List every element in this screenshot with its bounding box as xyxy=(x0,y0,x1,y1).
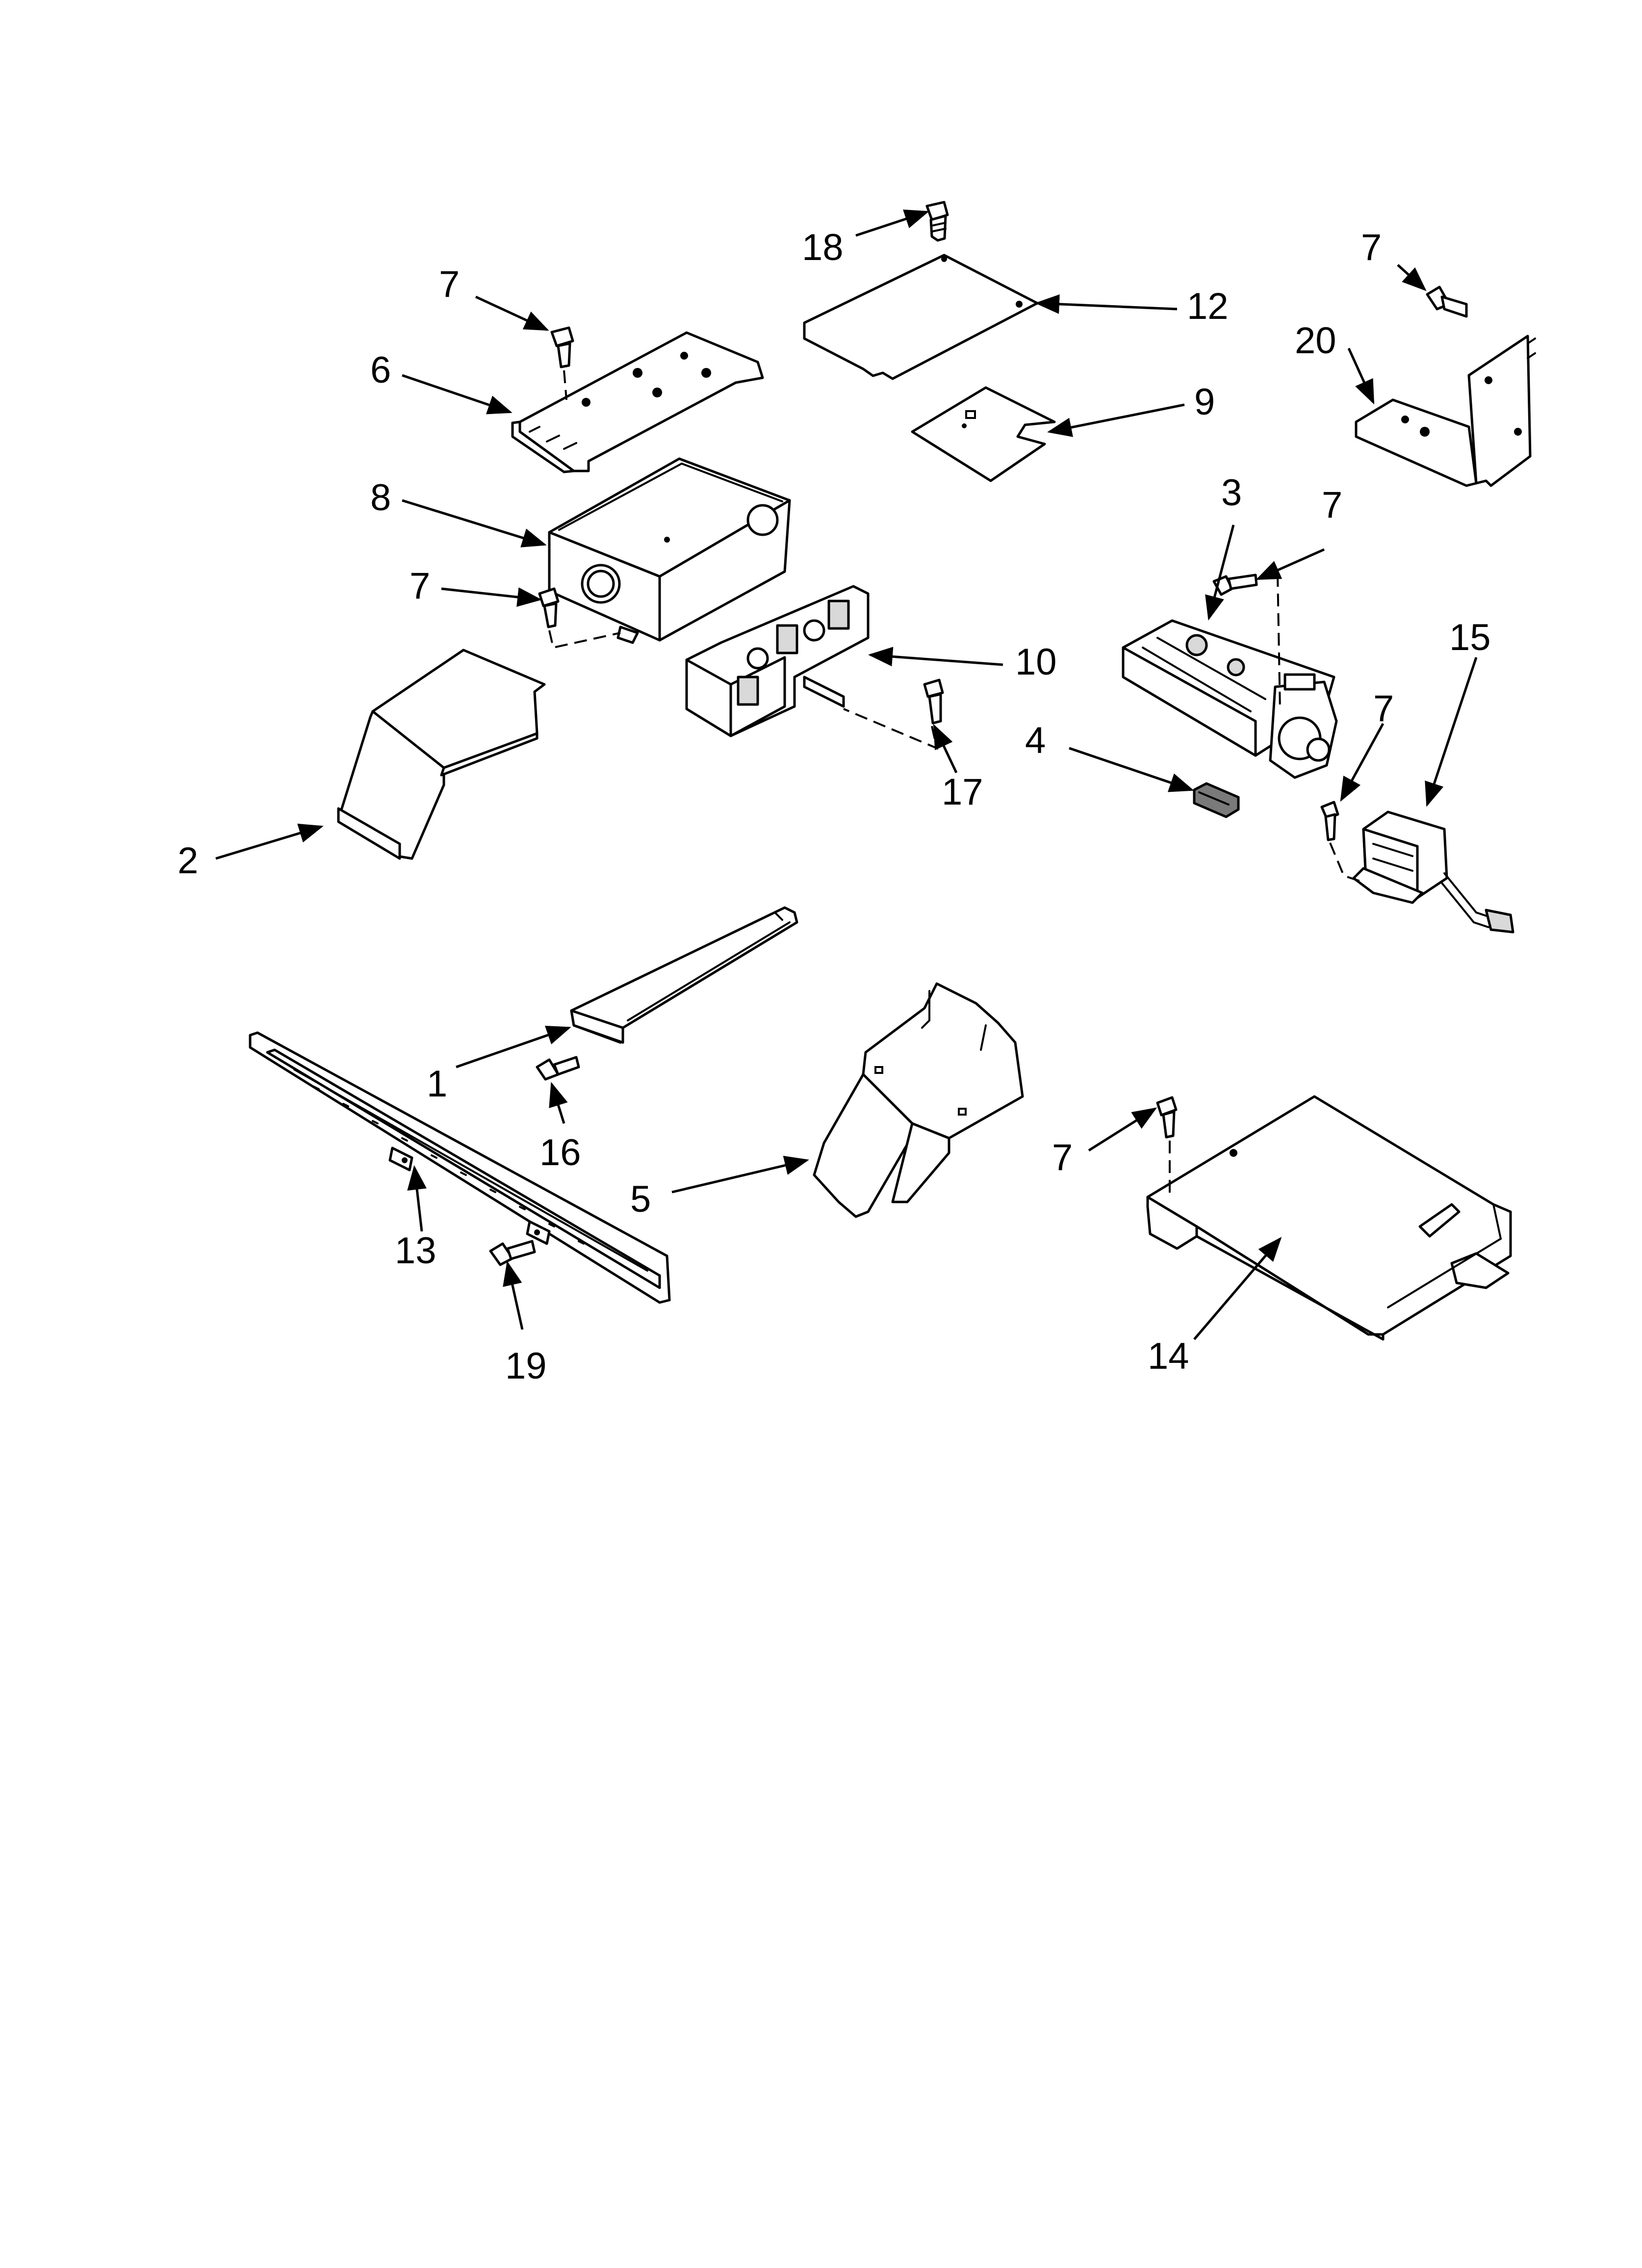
part-19-screw[interactable] xyxy=(489,1240,536,1266)
callout-7-lower-right: 7 xyxy=(1373,688,1394,730)
dashed-guide-8 xyxy=(548,630,621,649)
callout-18: 18 xyxy=(802,227,844,268)
part-10-terminal-block[interactable] xyxy=(685,585,870,737)
part-9-pad[interactable] xyxy=(911,386,1056,482)
part-17-screw[interactable] xyxy=(923,678,944,725)
part-2-duct[interactable] xyxy=(337,649,546,860)
callout-1: 1 xyxy=(427,1063,447,1105)
callout-2: 2 xyxy=(178,840,198,882)
part-7-screw-6[interactable] xyxy=(550,326,574,368)
part-7-screw-14[interactable] xyxy=(1156,1096,1178,1139)
callout-4: 4 xyxy=(1025,720,1046,761)
callout-7-bottom: 7 xyxy=(1052,1137,1073,1178)
part-16-screw[interactable] xyxy=(536,1056,580,1081)
part-7-screw-15[interactable] xyxy=(1320,801,1339,841)
callout-17: 17 xyxy=(942,771,983,813)
part-13-rail[interactable] xyxy=(249,1031,671,1304)
callout-5: 5 xyxy=(630,1178,651,1220)
callout-13: 13 xyxy=(395,1230,436,1272)
callout-8: 8 xyxy=(370,477,391,519)
leader-lines xyxy=(215,209,1478,1340)
callout-19: 19 xyxy=(505,1345,547,1387)
callout-7-top-left: 7 xyxy=(439,263,460,305)
part-6-bracket[interactable] xyxy=(511,331,764,473)
callout-3: 3 xyxy=(1221,472,1242,514)
part-3-valve-assembly[interactable] xyxy=(1122,619,1338,779)
dashed-guide-17 xyxy=(843,708,938,750)
part-20-bracket[interactable] xyxy=(1355,335,1536,487)
dashed-guide-15 xyxy=(1329,842,1366,884)
part-7-screw-3[interactable] xyxy=(1212,574,1258,596)
part-14-cover-pan[interactable] xyxy=(1146,1095,1512,1341)
callout-10: 10 xyxy=(1015,641,1057,683)
dashed-guide-6 xyxy=(563,370,567,400)
callout-20: 20 xyxy=(1295,320,1336,362)
part-12-cover-plate[interactable] xyxy=(803,254,1039,380)
callout-9: 9 xyxy=(1194,381,1215,423)
callout-7-right: 7 xyxy=(1322,484,1342,526)
part-7-screw-20[interactable] xyxy=(1426,286,1468,318)
part-1-channel[interactable] xyxy=(570,906,798,1044)
callout-15: 15 xyxy=(1449,617,1491,658)
callout-16: 16 xyxy=(539,1132,581,1173)
callout-14: 14 xyxy=(1148,1335,1189,1377)
part-4-connector[interactable] xyxy=(1193,782,1240,818)
part-18-screw[interactable] xyxy=(925,201,949,242)
part-8-box[interactable] xyxy=(548,457,791,644)
callout-7-mid-left: 7 xyxy=(410,565,430,607)
callout-7-top-right: 7 xyxy=(1361,227,1382,268)
part-15-transformer[interactable] xyxy=(1352,810,1514,934)
callout-12: 12 xyxy=(1187,286,1229,327)
part-5-shield[interactable] xyxy=(813,982,1024,1218)
dashed-guide-3 xyxy=(1277,574,1281,712)
callout-6: 6 xyxy=(370,349,391,391)
part-7-screw-8[interactable] xyxy=(538,587,560,628)
